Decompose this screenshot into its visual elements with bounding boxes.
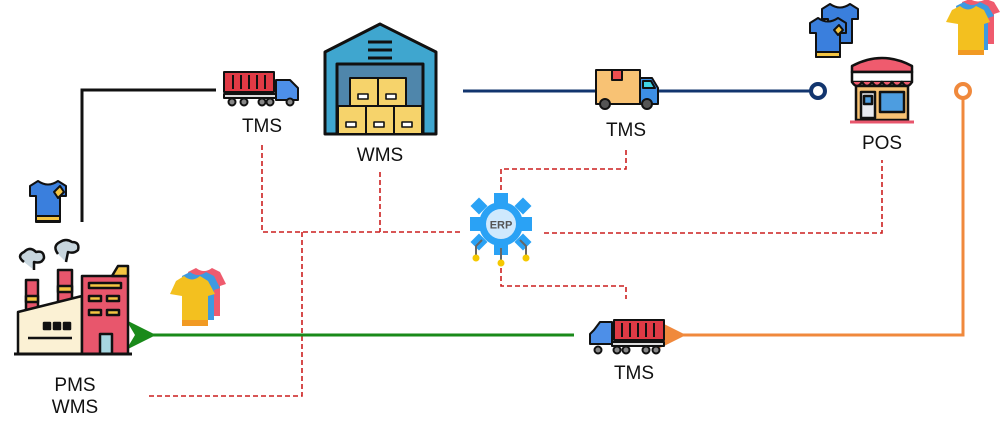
store-icon: [850, 56, 914, 124]
warehouse-label: WMS: [356, 145, 404, 166]
erp-link-tms-bottom: [500, 268, 627, 299]
flow-endpoint-pos: [809, 82, 827, 100]
erp-link-factory: [148, 232, 303, 397]
tms-top-left-label: TMS: [241, 116, 283, 137]
erp-link-pos: [544, 160, 883, 234]
erp-gear-icon: ERP: [470, 193, 532, 267]
flow-start-return: [954, 82, 972, 100]
factory-label-line2: WMS: [51, 397, 99, 418]
shirts-stack-icon: [170, 268, 226, 326]
warehouse-icon: [323, 22, 438, 136]
factory-icon: [14, 238, 132, 356]
shirt-icon: [29, 180, 67, 223]
flow-return: [656, 82, 972, 350]
erp-link-tms-top-left: [261, 145, 462, 233]
tms-top-right-label: TMS: [605, 120, 647, 141]
tms-bottom-label: TMS: [613, 363, 655, 384]
container-truck-icon: [223, 71, 299, 107]
factory-label: PMS WMS: [30, 375, 120, 419]
erp-label: ERP: [490, 220, 513, 232]
erp-links: [148, 145, 883, 397]
container-truck-icon: [589, 319, 665, 355]
factory-label-line1: PMS: [54, 375, 96, 396]
erp-link-tms-top-right: [500, 150, 627, 193]
shirts-pair-icon: [809, 3, 859, 58]
flow-factory-to-tms: [80, 88, 216, 222]
shirts-stack-icon: [946, 0, 1000, 55]
delivery-truck-icon: [595, 69, 659, 110]
pos-label: POS: [861, 133, 903, 154]
